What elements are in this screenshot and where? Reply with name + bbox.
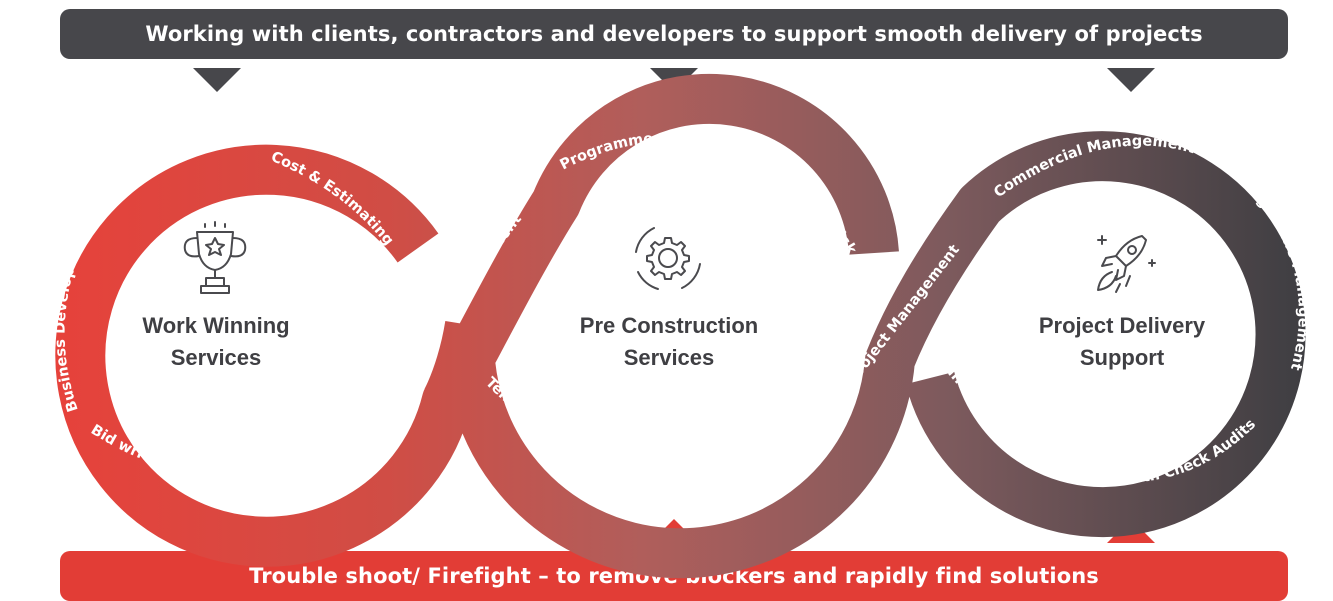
gear-icon: [635, 227, 701, 290]
service-title-2-line-2: Services: [624, 345, 715, 370]
down-arrow-3: [1107, 68, 1155, 92]
rocket-icon: [1097, 235, 1156, 293]
trophy-icon: [183, 221, 247, 294]
flow-band: [55, 73, 1306, 579]
service-title-3-line-1: Project Delivery: [1039, 313, 1206, 338]
service-title-1-line-1: Work Winning: [142, 313, 289, 338]
service-title-2-line-1: Pre Construction: [580, 313, 758, 338]
service-title-1-line-2: Services: [171, 345, 262, 370]
top-banner: Working with clients, contractors and de…: [60, 9, 1288, 59]
service-title-3-line-2: Support: [1080, 345, 1165, 370]
top-banner-text: Working with clients, contractors and de…: [145, 22, 1203, 46]
down-arrow-1: [193, 68, 241, 92]
flow-band-link: [424, 320, 495, 412]
